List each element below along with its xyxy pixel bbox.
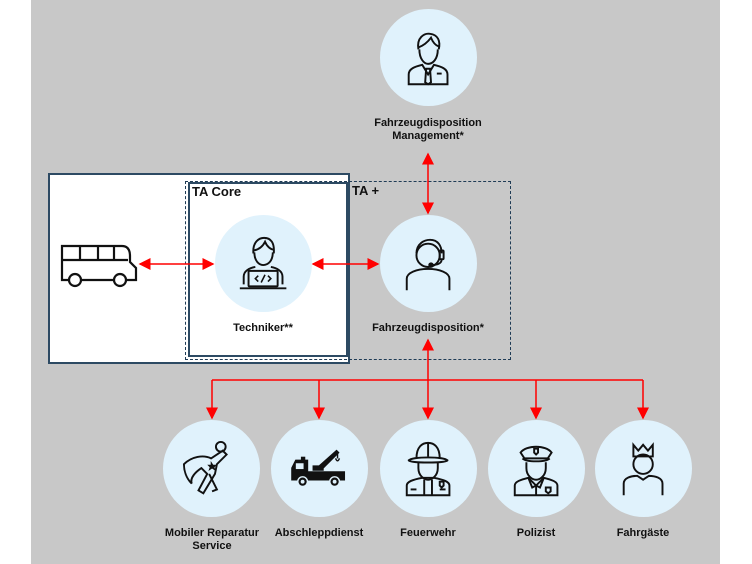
polizist-node	[488, 420, 585, 517]
management-label-line2: Management*	[392, 130, 464, 142]
management-label-line1: Fahrzeugdisposition	[374, 117, 482, 129]
polizist-label: Polizist	[516, 527, 556, 539]
management-node	[380, 9, 477, 106]
abschlepp-label: Abschleppdienst	[274, 527, 364, 539]
mobiler-label-line1: Mobiler Reparatur	[164, 527, 260, 539]
firefighter-icon	[406, 442, 451, 497]
bus-icon	[60, 244, 138, 288]
management-label: Fahrzeugdisposition Management*	[374, 117, 482, 143]
mobiler-label-line2: Service	[192, 540, 232, 552]
feuerwehr-label: Feuerwehr	[400, 527, 456, 539]
disposition-label: Fahrzeugdisposition*	[372, 322, 484, 334]
tow-truck-icon	[291, 450, 346, 488]
developer-laptop-icon	[240, 237, 287, 290]
feuerwehr-node	[380, 420, 477, 517]
bus-node	[58, 240, 138, 290]
fahrgaeste-node	[595, 420, 692, 517]
headset-operator-icon	[406, 239, 451, 291]
crowned-person-icon	[623, 442, 664, 496]
techniker-label: Techniker**	[233, 322, 293, 334]
superhero-icon	[183, 441, 229, 496]
techniker-node	[215, 215, 312, 312]
abschlepp-node	[271, 420, 368, 517]
mobiler-label: Mobiler Reparatur Service	[165, 527, 259, 553]
mobiler-node	[163, 420, 260, 517]
ta-plus-label: TA +	[352, 183, 380, 198]
ta-plus-box	[185, 181, 511, 360]
ta-core-label: TA Core	[192, 184, 242, 199]
police-officer-icon	[514, 446, 559, 497]
businessman-icon	[408, 33, 449, 86]
fahrgaeste-label: Fahrgäste	[616, 527, 670, 539]
disposition-node	[380, 215, 477, 312]
